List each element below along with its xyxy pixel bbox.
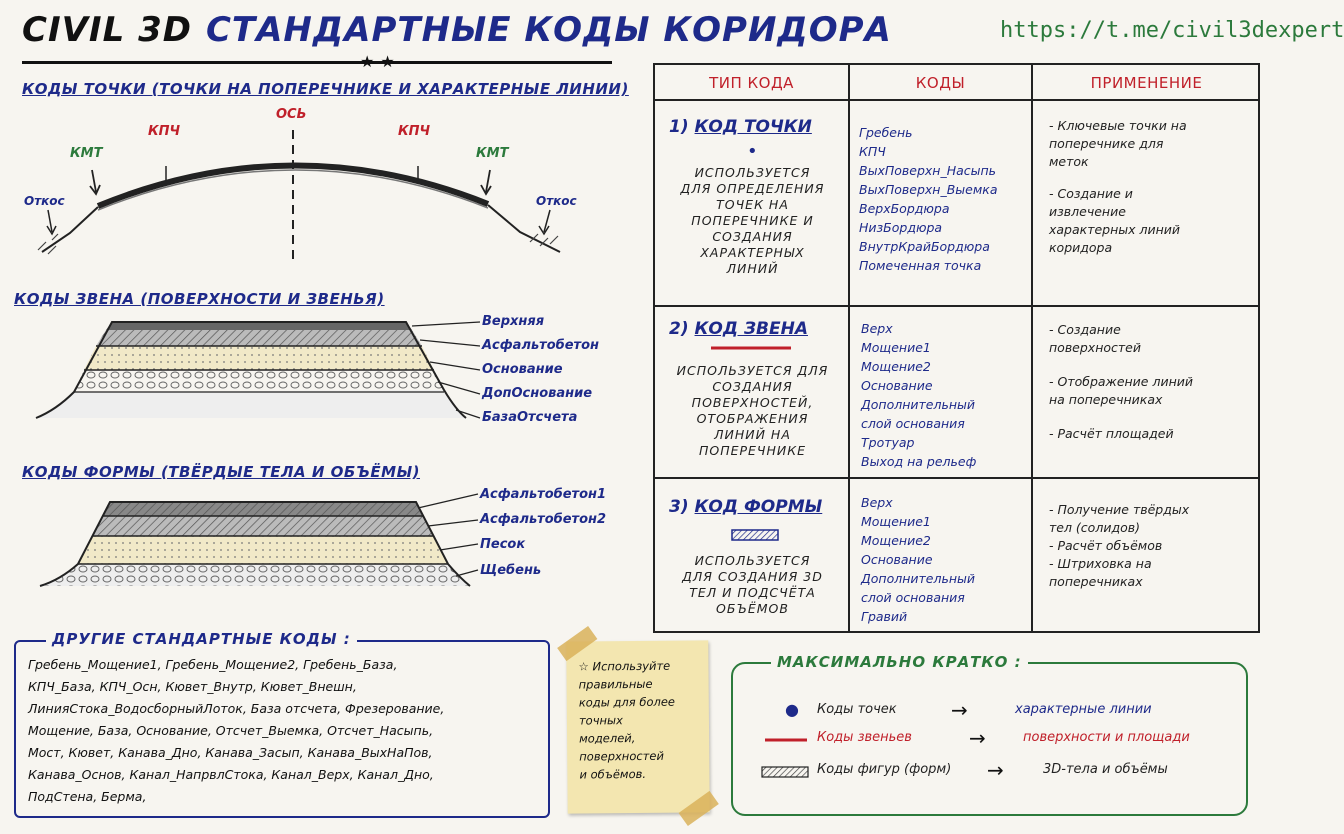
link-label-datum: БазаОтсчета: [482, 410, 578, 425]
points-section-heading: КОДЫ ТОЧКИ (ТОЧКИ НА ПОПЕРЕЧНИКЕ И ХАРАК…: [22, 80, 629, 98]
page-title: CIVIL 3D СТАНДАРТНЫЕ КОДЫ КОРИДОРА: [22, 10, 892, 50]
row-number: 1): [669, 117, 689, 137]
label-kpch-right: КПЧ: [398, 124, 431, 139]
other-codes-list: Гребень_Мощение1, Гребень_Мощение2, Греб…: [28, 657, 445, 804]
row-number: 3): [669, 497, 689, 517]
arrow-icon: →: [987, 758, 1004, 782]
link-label-asphalt: Асфальтобетон: [482, 338, 599, 353]
point-codes-diagram: [37, 130, 561, 265]
link-label-base: Основание: [482, 362, 563, 377]
shape-label-asphalt1: Асфальтобетон1: [480, 487, 607, 502]
shape-codes-diagram: [39, 493, 479, 587]
title-part2: СТАНДАРТНЫЕ КОДЫ КОРИДОРА: [205, 10, 892, 50]
summary-box: МАКСИМАЛЬНО КРАТКО : ● Коды точек → хара…: [731, 653, 1250, 816]
summary-row-points: ● Коды точек → характерные линии: [785, 698, 1152, 722]
table-header-codes: КОДЫ: [915, 74, 966, 92]
hatch-icon: [761, 766, 809, 778]
other-codes-title: ДРУГИЕ СТАНДАРТНЫЕ КОДЫ :: [46, 630, 357, 648]
links-section-heading: КОДЫ ЗВЕНА (ПОВЕРХНОСТИ И ЗВЕНЬЯ): [14, 290, 385, 308]
row-number: 2): [669, 319, 689, 339]
point-dot-icon: •: [747, 141, 758, 162]
link-label-top: Верхняя: [482, 314, 545, 329]
title-underline: [22, 61, 612, 64]
label-slope-right: Откос: [536, 194, 577, 208]
row-title: КОД ТОЧКИ: [694, 117, 812, 137]
arrow-icon: →: [969, 726, 986, 750]
table-header-type: ТИП КОДА: [709, 74, 794, 92]
shapes-section-heading: КОДЫ ФОРМЫ (ТВЁРДЫЕ ТЕЛА И ОБЪЁМЫ): [22, 463, 420, 481]
label-slope-left: Откос: [24, 194, 65, 208]
red-line-icon: [765, 738, 807, 742]
point-dot-icon: ●: [785, 700, 799, 719]
tape-top: [557, 625, 598, 662]
channel-link[interactable]: https://t.me/civil3dexpert: [1000, 18, 1344, 43]
label-kpch-left: КПЧ: [148, 124, 181, 139]
table-header-usage: ПРИМЕНЕНИЕ: [1090, 74, 1203, 92]
shape-label-sand: Песок: [480, 537, 526, 552]
summary-title: МАКСИМАЛЬНО КРАТКО :: [771, 653, 1028, 671]
row-title: КОД ФОРМЫ: [694, 497, 823, 517]
label-axis: ОСЬ: [276, 107, 307, 122]
tape-bottom: [678, 790, 719, 827]
arrow-icon: →: [951, 698, 968, 722]
summary-row-links: Коды звеньев → поверхности и площади: [733, 726, 1250, 754]
link-label-subbase: ДопОснование: [482, 386, 593, 401]
shape-label-gravel: Щебень: [480, 563, 542, 578]
label-kmt-left: КМТ: [70, 146, 103, 161]
link-codes-diagram: [35, 321, 481, 419]
shape-label-asphalt2: Асфальтобетон2: [480, 512, 607, 527]
summary-row-shapes: Коды фигур (форм) → 3D-тела и объёмы: [733, 758, 1250, 786]
title-part1: CIVIL 3D: [22, 10, 192, 50]
other-codes-box: ДРУГИЕ СТАНДАРТНЫЕ КОДЫ : Гребень_Мощени…: [14, 630, 550, 818]
label-kmt-right: КМТ: [476, 146, 509, 161]
shape-hatch-icon: [731, 529, 779, 541]
row-title: КОД ЗВЕНА: [694, 319, 808, 339]
link-red-line-icon: [711, 346, 791, 350]
code-types-table: ТИП КОДА КОДЫ ПРИМЕНЕНИЕ 1) КОД ТОЧКИ • …: [653, 63, 1260, 633]
